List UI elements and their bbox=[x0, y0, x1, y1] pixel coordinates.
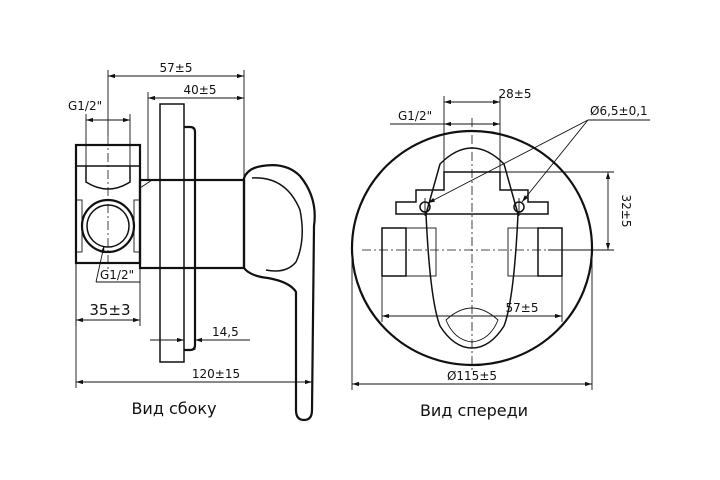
dim-plate-label: 14,5 bbox=[212, 325, 239, 339]
side-view-caption: Вид сбоку bbox=[131, 399, 216, 418]
front-view: 28±5 G1/2" Ø6,5±0,1 32±5 57±5 bbox=[350, 87, 650, 420]
dim-overall-top-label: 57±5 bbox=[160, 61, 193, 75]
dim-overall-top: 57±5 bbox=[107, 61, 245, 176]
dim-hole-diameter: Ø6,5±0,1 bbox=[427, 104, 650, 204]
dim-thread-top: G1/2" bbox=[68, 99, 131, 145]
handle-front-outline bbox=[425, 147, 519, 349]
cover-plate bbox=[184, 125, 197, 352]
wall-section bbox=[159, 103, 185, 363]
dim-width-front-label: 57±5 bbox=[506, 301, 539, 315]
mounting-bracket bbox=[395, 171, 549, 216]
cartridge-shaft bbox=[138, 178, 246, 270]
dim-hole-diameter-label: Ø6,5±0,1 bbox=[590, 104, 648, 118]
dim-hole-spacing-label: 28±5 bbox=[499, 87, 532, 101]
dim-thread-front-label: G1/2" bbox=[398, 109, 432, 123]
dim-handle: 40±5 bbox=[147, 83, 244, 180]
dim-plate: 14,5 bbox=[150, 325, 250, 350]
dim-height-label: 32±5 bbox=[619, 195, 633, 228]
dim-thread-front: G1/2" bbox=[390, 109, 500, 127]
dim-outer-diameter-label: Ø115±5 bbox=[447, 369, 497, 383]
side-view: 57±5 40±5 G1/2" G1/2" 35±3 bbox=[68, 61, 316, 422]
dim-thread-top-label: G1/2" bbox=[68, 99, 102, 113]
dim-thread-side-label: G1/2" bbox=[100, 268, 134, 282]
dim-height: 32±5 bbox=[500, 171, 633, 251]
dim-thread-side: G1/2" bbox=[95, 245, 140, 283]
valve-body bbox=[74, 136, 142, 272]
dim-width-front: 57±5 bbox=[381, 276, 563, 322]
lever-handle bbox=[242, 164, 316, 422]
dim-handle-label: 40±5 bbox=[184, 83, 217, 97]
front-view-caption: Вид спереди bbox=[420, 401, 528, 420]
dim-hole-spacing: 28±5 bbox=[443, 87, 532, 172]
port-left bbox=[381, 227, 437, 277]
port-right bbox=[507, 227, 563, 277]
dim-body-label: 35±3 bbox=[89, 301, 130, 319]
dim-overall-length: 120±15 bbox=[75, 263, 313, 388]
dim-outer-diameter: Ø115±5 bbox=[351, 248, 593, 390]
dim-overall-length-label: 120±15 bbox=[192, 367, 240, 381]
